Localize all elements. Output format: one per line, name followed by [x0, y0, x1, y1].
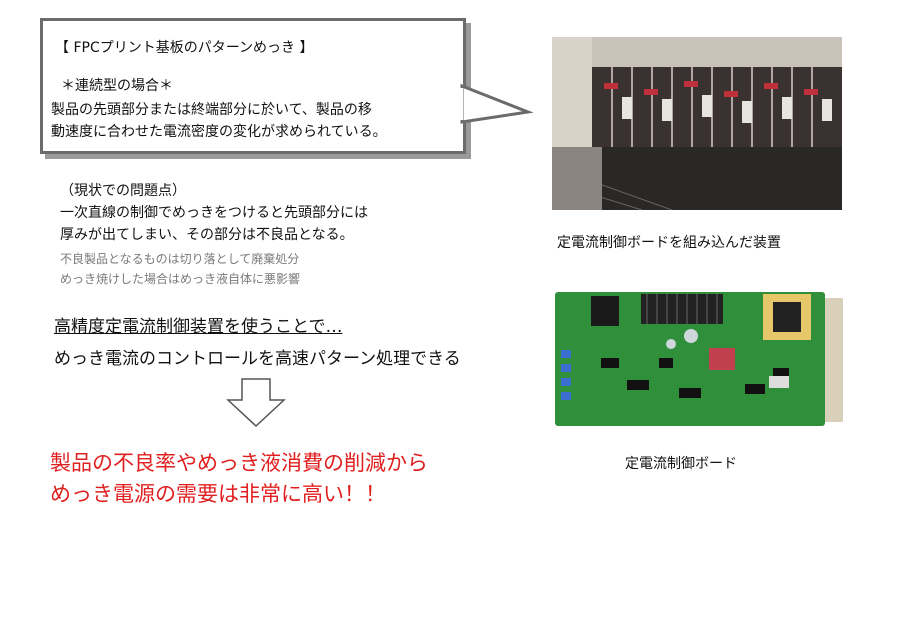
bubble-line-2: 動速度に合わせた電流密度の変化が求められている。 — [51, 124, 387, 140]
conclusion-line-1: 製品の不良率やめっき液消費の削減から — [50, 451, 428, 475]
problem-heading: （現状での問題点） — [60, 183, 186, 199]
lead-line-2: めっき電流のコントロールを高速パターン処理できる — [54, 349, 461, 369]
equipment-photo — [552, 37, 842, 210]
board-photo — [549, 288, 847, 430]
problem-note-2: めっき焼けした場合はめっき液自体に悪影響 — [60, 272, 301, 286]
bubble-tail — [458, 83, 534, 124]
bubble-line-1: 製品の先頭部分または終端部分に於いて、製品の移 — [51, 102, 372, 118]
problem-note-1: 不良製品となるものは切り落として廃棄処分 — [60, 252, 300, 266]
speech-bubble: 【 FPCプリント基板のパターンめっき 】 ＊連続型の場合＊ 製品の先頭部分また… — [40, 18, 466, 154]
bubble-title: 【 FPCプリント基板のパターンめっき 】 — [55, 40, 314, 56]
lead-line-1: 高精度定電流制御装置を使うことで… — [54, 317, 343, 337]
bubble-subtitle: ＊連続型の場合＊ — [61, 78, 173, 94]
board-caption: 定電流制御ボード — [625, 456, 737, 472]
problem-line-2: 厚みが出てしまい、その部分は不良品となる。 — [60, 227, 354, 243]
conclusion-line-2: めっき電源の需要は非常に高い！！ — [50, 482, 386, 506]
equipment-caption: 定電流制御ボードを組み込んだ装置 — [557, 235, 781, 251]
problem-line-1: 一次直線の制御でめっきをつけると先頭部分には — [60, 205, 368, 221]
down-arrow-icon — [226, 378, 286, 428]
